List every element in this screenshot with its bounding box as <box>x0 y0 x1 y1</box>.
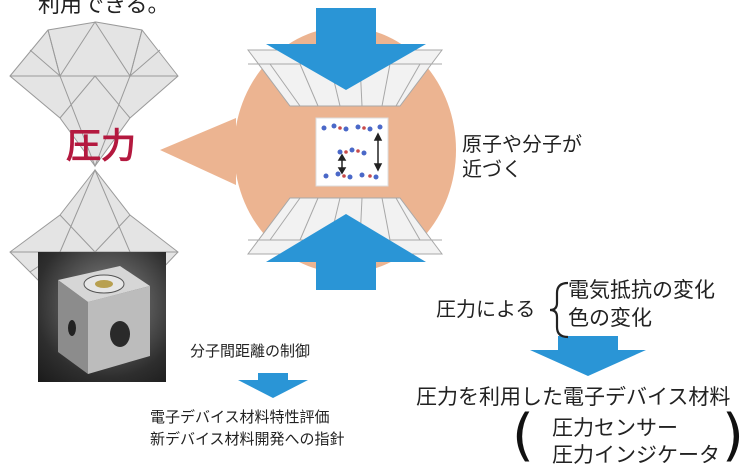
approach-caption-line1: 原子や分子が <box>462 132 582 156</box>
intro-text-fragment: 利用できる。 <box>38 0 170 18</box>
effect-electrical-resistance: 電気抵抗の変化 <box>568 278 715 302</box>
curly-brace <box>549 281 569 339</box>
close-paren: ) <box>722 403 744 468</box>
open-paren: ( <box>512 403 534 468</box>
application-pressure-indicator: 圧力インジケータ <box>552 443 720 467</box>
right-flow-arrow <box>530 336 646 376</box>
distance-control-label: 分子間距離の制御 <box>190 342 311 360</box>
pressure-cell-photo <box>38 252 166 382</box>
pressure-effect-prefix: 圧力による <box>436 297 536 321</box>
down-arrow <box>266 8 426 90</box>
electronic-device-materials: 圧力を利用した電子デバイス材料 <box>416 385 731 409</box>
pressure-label: 圧力 <box>66 127 137 167</box>
molecule-diagram <box>315 117 389 187</box>
up-arrow <box>266 214 426 290</box>
left-flow-arrow <box>238 373 308 398</box>
evaluation-result-line2: 新デバイス材料開発への指針 <box>150 430 345 448</box>
effect-color-change: 色の変化 <box>568 306 652 330</box>
evaluation-result-line1: 電子デバイス材料特性評価 <box>150 408 330 426</box>
approach-caption-line2: 近づく <box>462 157 522 181</box>
application-pressure-sensor: 圧力センサー <box>552 416 678 440</box>
